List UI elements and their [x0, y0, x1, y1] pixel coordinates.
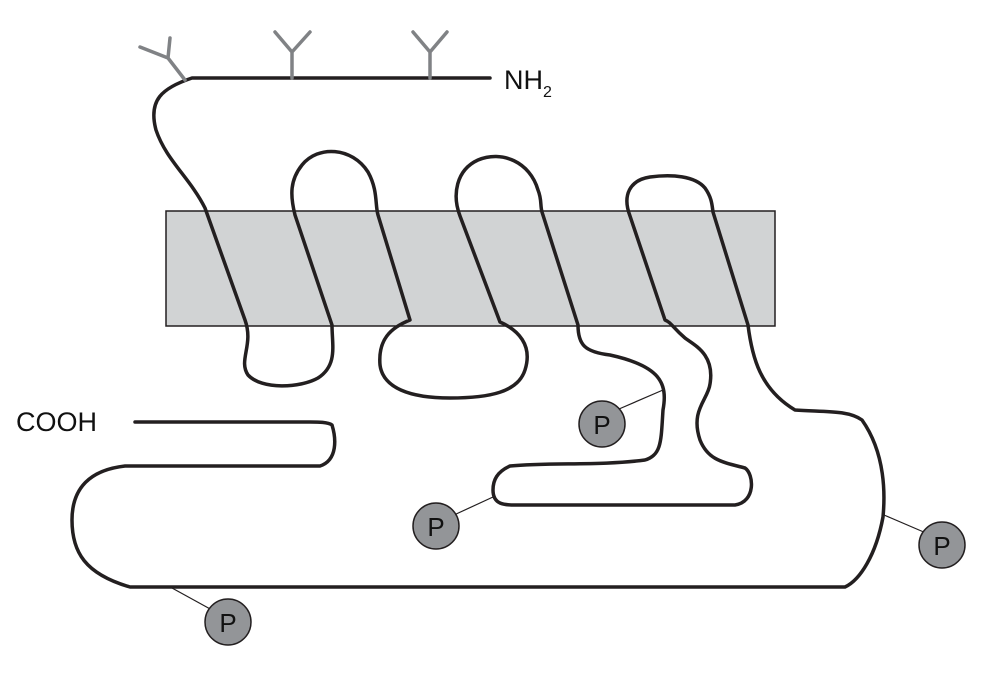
- n-terminus-main: NH: [504, 65, 543, 95]
- phosphate-link-2: [453, 496, 494, 516]
- phosphate-circle-2: [412, 502, 460, 550]
- phosphate-circle-4: [204, 598, 252, 646]
- glycan-branch-3: [411, 30, 449, 80]
- phosphate-link-3: [883, 514, 927, 534]
- phosphate-group-3: P: [883, 514, 966, 569]
- phosphate-label-3: P: [933, 531, 950, 561]
- membrane-band: [165, 210, 776, 327]
- c-terminus-label: COOH: [16, 407, 97, 437]
- phosphate-label-2: P: [427, 512, 444, 542]
- glycan-branch-1: [138, 36, 187, 82]
- phosphate-label-4: P: [219, 608, 236, 638]
- glycan-branches: [138, 30, 449, 82]
- polypeptide-chain: [70, 76, 886, 589]
- n-terminus-label: NH2: [504, 65, 552, 101]
- n-terminus-subscript: 2: [543, 84, 552, 101]
- glycan-branch-2: [273, 30, 312, 80]
- phosphate-label-1: P: [593, 410, 610, 440]
- phosphate-group-2: P: [412, 496, 494, 550]
- phosphate-circle-1: [578, 400, 626, 448]
- phosphate-link-1: [618, 389, 664, 410]
- phosphate-link-4: [171, 587, 213, 611]
- phosphate-group-1: P: [578, 389, 664, 448]
- phosphate-circle-3: [918, 521, 966, 569]
- phosphate-group-4: P: [171, 587, 252, 646]
